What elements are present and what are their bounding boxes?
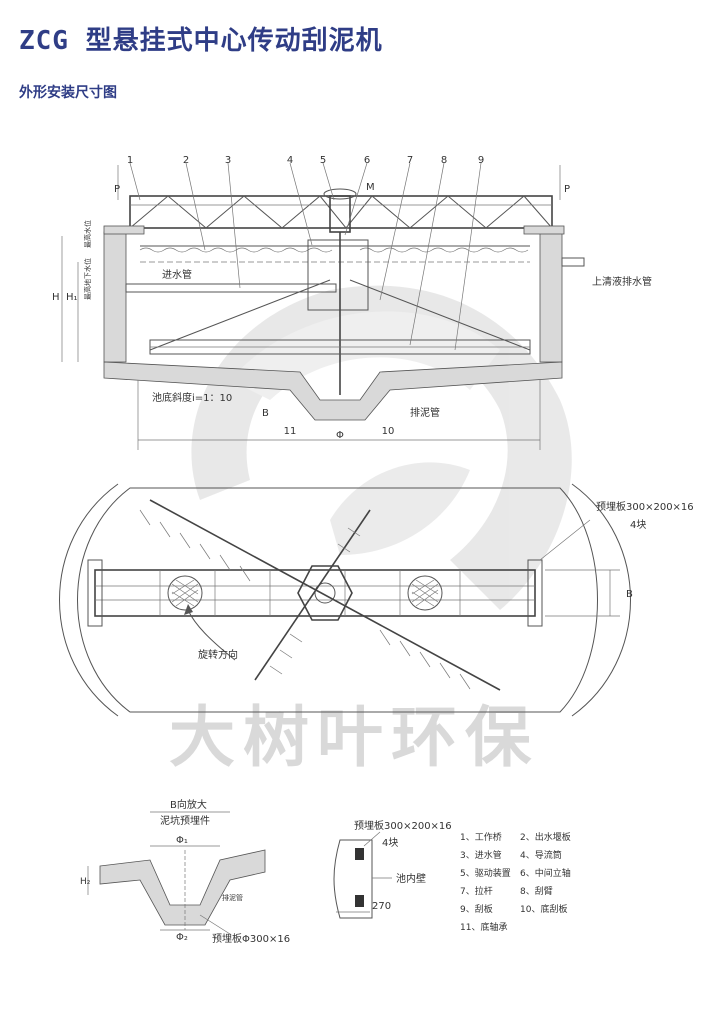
label-inlet: 进水管 — [162, 268, 192, 281]
part-number: 1 — [127, 155, 133, 166]
legend-item: 7、拉杆 — [460, 885, 493, 897]
legend-item: 2、出水堰板 — [520, 831, 571, 843]
part-number: 8 — [441, 155, 447, 166]
scraper-arm-plan-2 — [254, 509, 371, 681]
label-water-level-1: 最高水位 — [83, 220, 92, 248]
scraper-arm-plan-1 — [149, 499, 501, 691]
support-left — [87, 559, 103, 627]
label-phi: Φ — [336, 430, 344, 441]
label-phi1: Φ₁ — [176, 835, 188, 846]
rotation-arrow — [187, 609, 236, 661]
legend-item: 9、刮板 — [460, 903, 493, 915]
label-embed-count: 4块 — [630, 519, 646, 531]
label-270: 270 — [372, 901, 391, 912]
part-numbers: 1 2 3 4 5 6 7 8 9 11 10 — [127, 155, 484, 437]
label-h1: H₁ — [66, 292, 78, 303]
label-pit-pipe: 排泥管 — [222, 893, 243, 902]
label-embed-plate: 预埋板300×200×16 — [596, 500, 694, 513]
tank-outline-plan — [77, 487, 598, 713]
legend-item: 3、进水管 — [460, 849, 502, 861]
part-number: 5 — [320, 155, 326, 166]
part-number: 3 — [225, 155, 231, 166]
bridge-plan — [94, 569, 536, 617]
grating-left — [167, 575, 203, 611]
plate-wall — [333, 839, 373, 919]
label-h: H — [52, 292, 60, 303]
detail-plate-title: 预埋板300×200×16 — [354, 819, 452, 832]
watermark-logo — [191, 285, 572, 610]
part-number: 6 — [364, 155, 370, 166]
label-m: M — [366, 182, 375, 193]
legend-item: 11、底轴承 — [460, 921, 507, 933]
sludge-pit — [99, 849, 266, 926]
part-number: 2 — [183, 155, 189, 166]
label-water-level-2: 最高地下水位 — [83, 258, 92, 300]
support-right — [527, 559, 543, 627]
label-b: B — [262, 408, 269, 419]
plate-top — [355, 848, 364, 860]
watermark-text: 大树叶环保 — [169, 699, 539, 776]
inlet-pipe — [125, 283, 337, 293]
tank-wall-left — [103, 231, 127, 363]
label-h2: H₂ — [80, 877, 91, 887]
label-p-left: P — [114, 184, 120, 195]
legend: 1、工作桥 2、出水堰板 3、进水管 4、导流筒 5、驱动装置 6、中间立轴 7… — [460, 831, 571, 933]
label-p-right: P — [564, 184, 570, 195]
part-number: 7 — [407, 155, 413, 166]
label-rotation: 旋转方向 — [198, 648, 238, 661]
outlet-pipe — [561, 257, 585, 267]
label-sludge: 排泥管 — [410, 406, 440, 419]
outlet-weir — [139, 247, 529, 253]
detail-plate — [333, 831, 392, 919]
part-number: 10 — [382, 426, 395, 437]
legend-item: 10、底刮板 — [520, 903, 567, 915]
center-hub-plan — [297, 565, 353, 621]
label-outlet: 上清液排水管 — [592, 275, 652, 288]
legend-item: 5、驱动装置 — [460, 867, 511, 879]
detail-plate-count: 4块 — [382, 837, 398, 849]
work-bridge — [129, 195, 553, 229]
tank-floor — [103, 361, 563, 421]
label-pit-plate: 预埋板Φ300×16 — [212, 932, 290, 945]
part-number: 11 — [284, 426, 297, 437]
label-phi2: Φ₂ — [176, 932, 188, 943]
page-subtitle: 外形安装尺寸图 — [19, 85, 117, 101]
page-title: ZCG 型悬挂式中心传动刮泥机 — [19, 26, 383, 56]
detail-b — [87, 811, 266, 935]
legend-item: 1、工作桥 — [460, 831, 502, 843]
legend-item: 8、刮臂 — [520, 885, 553, 897]
detail-b-title: B向放大 — [170, 798, 207, 811]
label-slope: 池底斜度i=1：10 — [152, 391, 232, 404]
part-number: 4 — [287, 155, 293, 166]
label-b-plan: B — [626, 589, 633, 600]
elevation-view — [61, 162, 585, 450]
legend-item: 4、导流筒 — [520, 849, 562, 861]
center-well — [307, 239, 369, 311]
legend-item: 6、中间立轴 — [520, 867, 571, 879]
label-wall: 池内壁 — [396, 872, 426, 885]
plate-bottom — [355, 895, 364, 907]
tank-wall-right — [539, 231, 563, 363]
detail-b-subtitle: 泥坑预埋件 — [160, 814, 210, 827]
part-number: 9 — [478, 155, 484, 166]
plan-view — [59, 483, 631, 717]
grating-right — [407, 575, 443, 611]
